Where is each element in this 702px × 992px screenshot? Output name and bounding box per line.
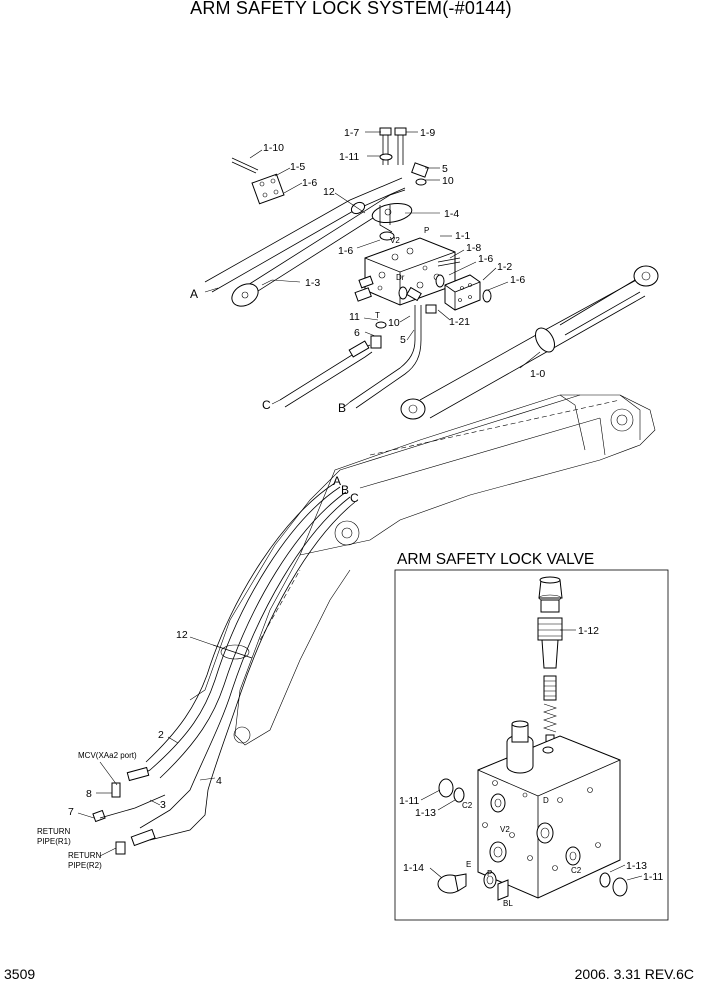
callout-1-4: 1-4 xyxy=(444,208,459,220)
hose-a-label-top: A xyxy=(190,287,198,301)
port-mark-p: P xyxy=(487,869,492,878)
hose-b-marker: B xyxy=(341,483,349,497)
callout-1-1: 1-1 xyxy=(455,230,470,242)
callout-1-0: 1-0 xyxy=(530,368,545,380)
boom-drawing xyxy=(189,394,656,746)
callout-6: 6 xyxy=(354,327,360,339)
callout-8: 8 xyxy=(86,788,92,800)
port-mark-bl: BL xyxy=(503,899,513,908)
hose-end-markers: A B C xyxy=(333,474,359,505)
callout-11: 11 xyxy=(349,311,360,323)
port-t: T xyxy=(375,311,380,320)
callout-1-6-right: 1-6 xyxy=(510,274,525,286)
boom-hoses xyxy=(134,482,356,841)
callout-5-lower: 5 xyxy=(400,334,406,346)
callout-1-3: 1-3 xyxy=(305,277,320,289)
callout-1-11: 1-11 xyxy=(339,151,359,163)
callout-1-14: 1-14 xyxy=(403,862,424,874)
callout-1-8: 1-8 xyxy=(466,242,481,254)
callout-12-lower: 12 xyxy=(176,629,188,641)
return-r2-label-2: PIPE(R2) xyxy=(68,861,102,870)
port-mark-c2-right: C2 xyxy=(571,866,582,875)
callout-1-6-mid: 1-6 xyxy=(478,253,493,265)
callout-1-6-left: 1-6 xyxy=(338,245,353,257)
upper-leaders xyxy=(204,131,541,408)
callout-1-2: 1-2 xyxy=(497,261,512,273)
callout-1-5: 1-5 xyxy=(290,161,305,173)
callout-1-13-left: 1-13 xyxy=(415,807,436,819)
hose-c-marker: C xyxy=(350,491,359,505)
port-mark-v2: V2 xyxy=(500,825,510,834)
return-r2-label-1: RETURN xyxy=(68,851,102,860)
callout-12-upper: 12 xyxy=(323,186,335,198)
callout-1-10: 1-10 xyxy=(263,142,284,154)
port-p: P xyxy=(424,226,429,235)
lower-callouts: 12 2 MCV(XAa2 port) 8 4 3 7 RETURN PIPE(… xyxy=(37,629,222,870)
port-v2: V2 xyxy=(390,236,400,245)
callout-3: 3 xyxy=(160,799,166,811)
hose-a-marker: A xyxy=(333,474,341,488)
inset-title: ARM SAFETY LOCK VALVE xyxy=(397,551,595,568)
callout-1-12: 1-12 xyxy=(578,625,599,637)
callout-5: 5 xyxy=(442,163,448,175)
callout-7: 7 xyxy=(68,806,74,818)
inset-callouts: 1-12 1-11 1-13 1-14 1-13 1-11 D C2 V2 E … xyxy=(399,625,663,908)
upper-exploded-view xyxy=(204,127,659,420)
hose-c-label-top: C xyxy=(262,398,271,412)
inset-valve-box xyxy=(394,569,669,921)
callout-1-21: 1-21 xyxy=(449,316,470,328)
upper-callouts: 1-7 1-9 1-11 5 10 1-10 1-5 1-6 12 1-4 P … xyxy=(190,127,545,415)
callout-4: 4 xyxy=(216,775,222,787)
port-mark-c2-left: C2 xyxy=(462,801,473,810)
port-mark-d: D xyxy=(543,796,549,805)
hose-b-label-top: B xyxy=(338,401,346,415)
callout-1-13-right: 1-13 xyxy=(626,860,647,872)
callout-10: 10 xyxy=(442,175,454,187)
callout-1-6-top: 1-6 xyxy=(302,177,317,189)
revision-date: 2006. 3.31 REV.6C xyxy=(574,966,694,982)
mcv-port-label: MCV(XAa2 port) xyxy=(78,751,137,760)
lower-fittings xyxy=(92,766,166,855)
port-mark-e: E xyxy=(466,860,471,869)
port-dr: Dr xyxy=(396,273,405,282)
page-title: ARM SAFETY LOCK SYSTEM(-#0144) xyxy=(190,0,512,18)
page-number: 3509 xyxy=(4,966,36,982)
return-r1-label-1: RETURN xyxy=(37,827,71,836)
callout-1-7: 1-7 xyxy=(344,127,359,139)
callout-1-11-left: 1-11 xyxy=(399,795,419,807)
return-r1-label-2: PIPE(R1) xyxy=(37,837,71,846)
callout-1-9: 1-9 xyxy=(420,127,435,139)
callout-10-lower: 10 xyxy=(388,317,400,329)
callout-2: 2 xyxy=(158,729,164,741)
callout-1-11-right: 1-11 xyxy=(643,871,663,883)
